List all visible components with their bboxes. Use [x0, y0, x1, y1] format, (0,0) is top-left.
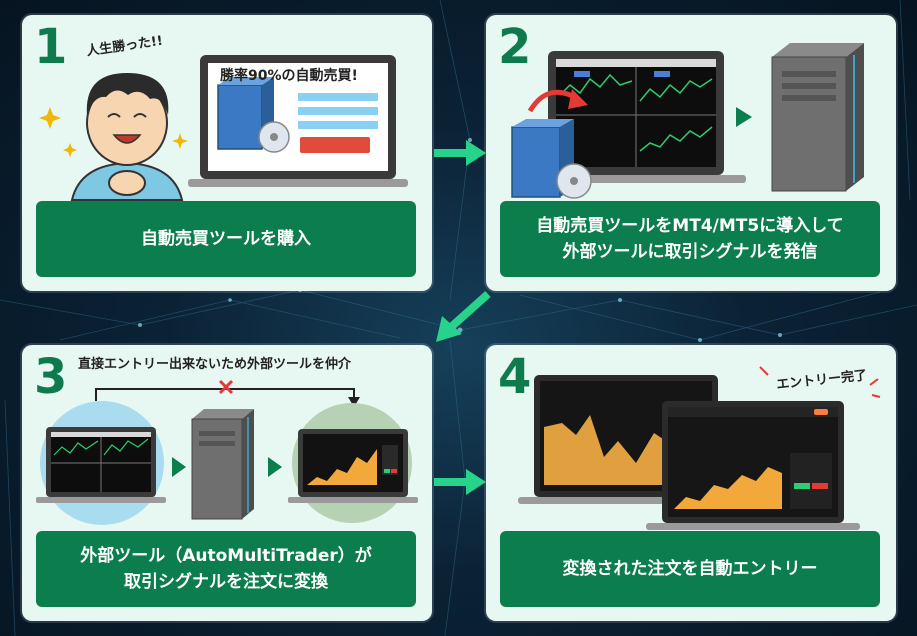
step-caption: 変換された注文を自動エントリー	[500, 531, 880, 607]
laptop-mt4-icon	[36, 427, 166, 503]
step-1-panel: 1	[22, 15, 432, 291]
step-3-panel: 3 直接エントリー出来ないため外部ツールを仲介	[22, 345, 432, 621]
arrow-3-to-4	[434, 469, 486, 495]
step-caption: 自動売買ツールをMT4/MT5に導入して 外部ツールに取引シグナルを発信	[500, 201, 880, 277]
caption-line: 変換された注文を自動エントリー	[562, 559, 818, 579]
laptop-mt4-icon	[526, 51, 746, 183]
laptop-trader-icon	[646, 401, 860, 530]
step-4-panel: 4 エントリー完了 変換された注文を自動エントリー	[486, 345, 896, 621]
arrow-1-to-2	[434, 140, 486, 166]
step-number: 1	[34, 19, 68, 75]
step-caption: 自動売買ツールを購入	[36, 201, 416, 277]
server-icon	[771, 43, 864, 192]
step-number: 2	[498, 19, 532, 75]
server-icon	[191, 409, 254, 520]
caption-line: 取引シグナルを注文に変換	[124, 572, 328, 592]
arrow-2-to-3	[436, 291, 491, 342]
step-2-illustration	[511, 43, 864, 199]
step-3-illustration	[36, 379, 418, 525]
step-number: 3	[34, 349, 68, 405]
laptop-icon	[188, 55, 408, 187]
caption-line: 外部ツール（AutoMultiTrader）が	[80, 546, 372, 566]
step-1-illustration	[39, 55, 408, 201]
bypass-note: 直接エントリー出来ないため外部ツールを仲介	[78, 357, 352, 372]
step-4-illustration	[518, 366, 881, 530]
caption-line: 外部ツールに取引シグナルを発信	[562, 242, 818, 262]
laptop-trader-icon	[288, 429, 418, 503]
step-caption: 外部ツール（AutoMultiTrader）が 取引シグナルを注文に変換	[36, 531, 416, 607]
caption-line: 自動売買ツールを購入	[141, 229, 311, 249]
laptop-heading: 勝率90%の自動売買!	[220, 68, 358, 84]
step-2-panel: 2	[486, 15, 896, 291]
step-number: 4	[498, 349, 532, 405]
happy-person-icon	[70, 73, 184, 201]
caption-line: 自動売買ツールをMT4/MT5に導入して	[536, 216, 844, 236]
cart-button: カートに入れる	[320, 155, 369, 163]
blocked-x-icon	[218, 379, 234, 395]
software-box-icon	[511, 119, 592, 199]
